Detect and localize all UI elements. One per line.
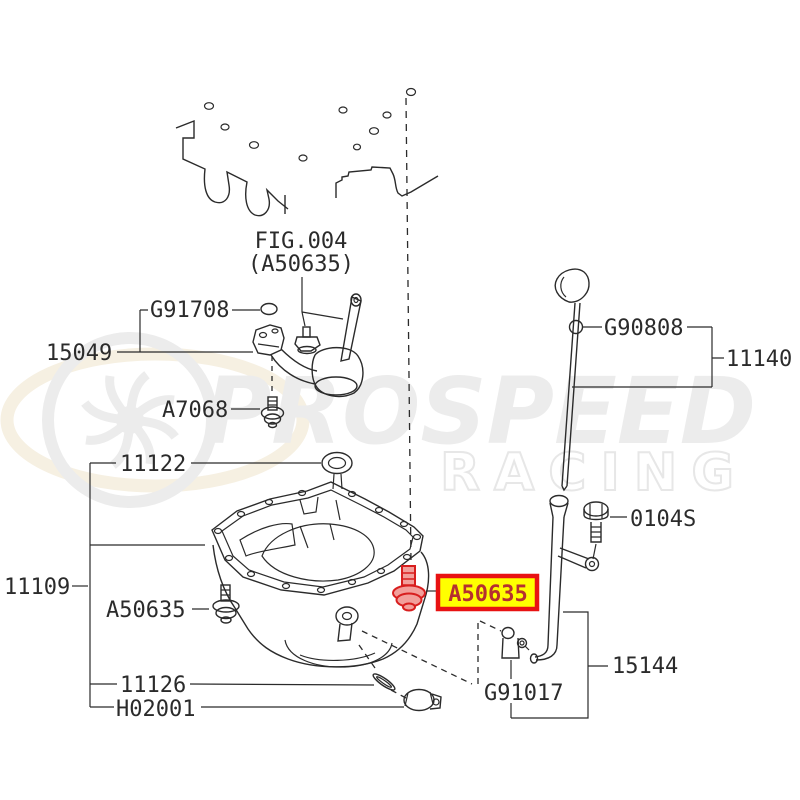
highlight-part-number: A50635 (448, 582, 527, 607)
bolt-a7068 (260, 356, 285, 429)
highlight-box (435, 573, 540, 612)
leader-lines (72, 309, 724, 708)
watermark: PROSPEED RACING (0, 332, 756, 508)
label-a50635-left: A50635 (106, 598, 185, 623)
o-ring-11122 (321, 451, 353, 490)
pan-interior-detail (239, 496, 375, 582)
fig-ref-leader (301, 277, 344, 327)
label-11109: 11109 (4, 575, 70, 600)
label-11140: 11140 (726, 347, 792, 372)
label-g91017: G91017 (484, 681, 563, 706)
oil-pan (211, 481, 430, 668)
label-h02001: H02001 (116, 697, 195, 722)
turbo-logo-icon (42, 332, 218, 508)
dipstick-guide-tube (529, 494, 600, 664)
bracket-15144 (511, 611, 589, 719)
highlight-callout: A50635 (435, 573, 540, 612)
bolt-holes (203, 87, 417, 162)
pan-drain-boss (335, 606, 359, 642)
fig-reference: FIG.004 (A50635) (248, 229, 354, 355)
drain-plug (403, 688, 442, 712)
tube-bracket-arm (557, 547, 590, 569)
part-labels: G91708 15049 A7068 11122 11109 A50635 11… (4, 298, 792, 722)
fig-ref-line2: (A50635) (248, 252, 354, 277)
watermark-text-sub: RACING (440, 443, 748, 503)
dipstick (554, 268, 590, 492)
strainer-stay (340, 295, 362, 362)
label-0104s: 0104S (630, 507, 696, 532)
label-15144: 15144 (612, 654, 678, 679)
watermark-text-main: PROSPEED (204, 358, 756, 465)
drain-plug-gasket (372, 673, 396, 691)
bolt-a50635-highlighted (392, 565, 426, 612)
o-ring-g91708 (260, 302, 278, 316)
bolt-0104s (583, 501, 609, 560)
label-a7068: A7068 (162, 398, 228, 423)
label-11122: 11122 (120, 452, 186, 477)
label-g90808: G90808 (604, 316, 683, 341)
label-15049: 15049 (46, 341, 112, 366)
pan-flange-holes (213, 489, 422, 594)
fig-ref-bolt (294, 326, 321, 355)
fitting-g91017 (501, 626, 530, 718)
bolt-a50635-left (212, 584, 240, 624)
oil-strainer (252, 293, 364, 398)
watermark-swoosh (0, 347, 310, 493)
drain-plug-group (358, 620, 502, 712)
engine-block-outline (175, 87, 439, 217)
label-11126: 11126 (120, 673, 186, 698)
assembly-dashed-line (405, 97, 412, 563)
label-g91708: G91708 (150, 298, 229, 323)
fig-ref-line1: FIG.004 (255, 229, 348, 254)
o-ring-g90808 (568, 319, 584, 335)
